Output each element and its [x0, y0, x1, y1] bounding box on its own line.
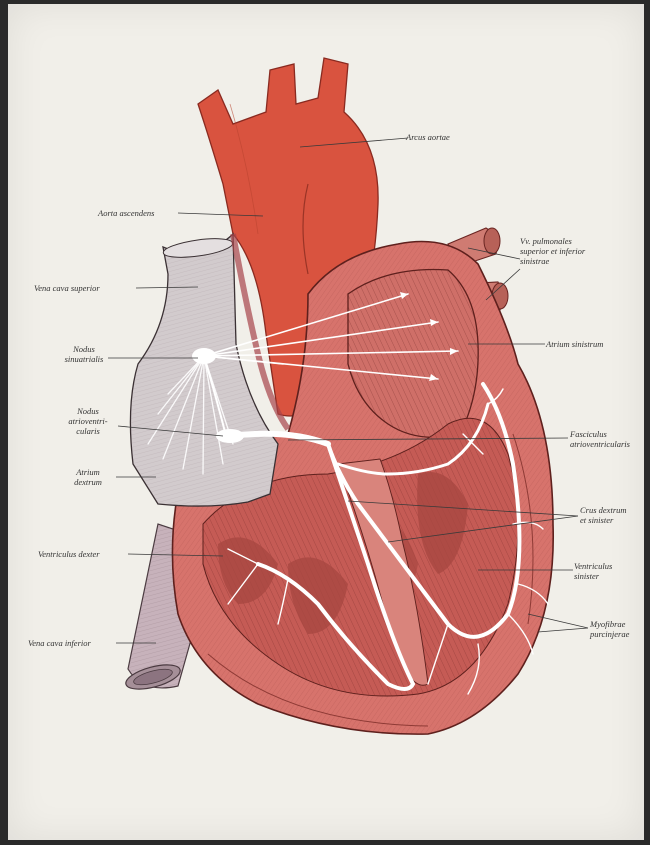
label-nodus-atrioventricularis: Nodus atrioventri- cularis	[60, 406, 116, 436]
label-ventriculus-dexter: Ventriculus dexter	[38, 549, 100, 559]
book-page: Arcus aortae Aorta ascendens Vv. pulmona…	[8, 4, 644, 840]
label-vena-cava-superior: Vena cava superior	[34, 283, 100, 293]
label-atrium-dextrum: Atrium dextrum	[60, 467, 116, 487]
label-arcus-aortae: Arcus aortae	[406, 132, 450, 142]
label-myofibrae: Myofibrae purcinjerae	[590, 619, 629, 639]
label-nodus-sinuatrialis: Nodus sinuatrialis	[58, 344, 110, 364]
label-aorta-ascendens: Aorta ascendens	[98, 208, 154, 218]
label-ventriculus-sinister: Ventriculus sinister	[574, 561, 612, 581]
label-crus-dextrum: Crus dextrum et sinister	[580, 505, 627, 525]
label-vena-cava-inferior: Vena cava inferior	[28, 638, 91, 648]
label-fasciculus-atrioventricularis: Fasciculus atrioventricularis	[570, 429, 630, 449]
label-atrium-sinistrum: Atrium sinistrum	[546, 339, 603, 349]
label-vv-pulmonales: Vv. pulmonales superior et inferior sini…	[520, 236, 585, 266]
